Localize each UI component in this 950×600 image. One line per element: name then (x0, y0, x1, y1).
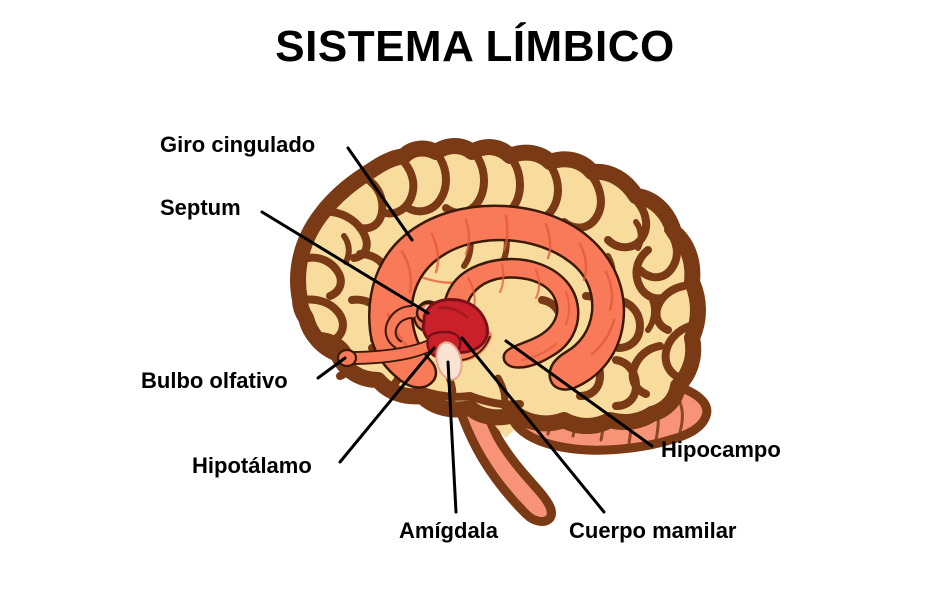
label-cuerpo-mamilar: Cuerpo mamilar (569, 518, 737, 543)
fornix-column-outline (384, 305, 413, 349)
label-giro-cingulado: Giro cingulado (160, 132, 316, 157)
leader-line-bulbo-olfativo (316, 356, 347, 380)
olfactory-bulb-shape (336, 348, 358, 368)
leader-line-giro-cingulado (346, 146, 414, 242)
leader-line-hipotalamo (338, 346, 436, 464)
diagram-title: SISTEMA LÍMBICO (275, 22, 675, 71)
leader-lines (260, 146, 654, 514)
leader-line-septum (260, 210, 430, 315)
label-septum: Septum (160, 195, 241, 220)
label-amigdala: Amígdala (399, 518, 499, 543)
cingulate-gyrus-shape (368, 204, 626, 391)
leader-line-amigdala (446, 360, 458, 514)
label-bulbo-olfativo: Bulbo olfativo (141, 368, 288, 393)
leader-line-cuerpo-mamilar (460, 336, 606, 514)
label-hipocampo: Hipocampo (661, 437, 781, 462)
fornix-column-shape (384, 306, 418, 350)
leader-line-hipocampo (504, 339, 654, 448)
label-hipotalamo: Hipotálamo (192, 453, 312, 478)
thalamus-shading (437, 306, 470, 320)
fornix-column-outline-2 (394, 317, 413, 343)
thalamus-hypothalamus-group (421, 298, 489, 360)
